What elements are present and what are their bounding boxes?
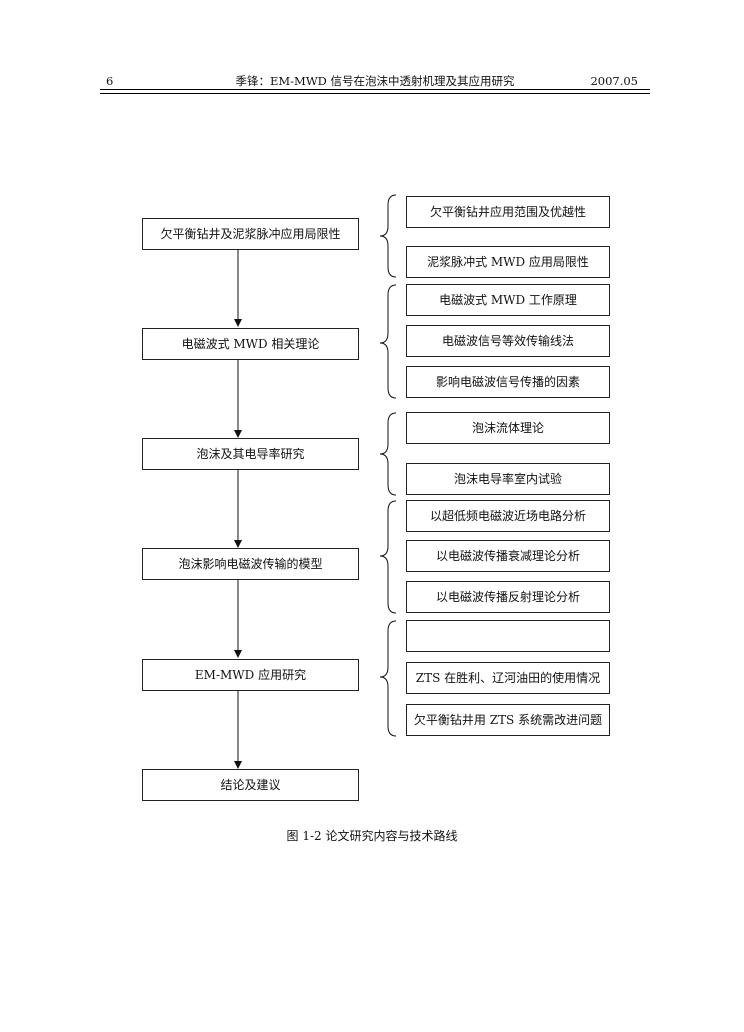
sub-item-4-3: 以电磁波传播反射理论分析 — [406, 581, 610, 613]
figure-caption: 图 1-2 论文研究内容与技术路线 — [286, 829, 458, 843]
sub-item-4-2: 以电磁波传播衰减理论分析 — [406, 540, 610, 572]
curly-brace-2 — [379, 284, 397, 399]
running-title: 季锋：EM-MWD 信号在泡沫中透射机理及其应用研究 — [235, 74, 515, 88]
main-step-4: 泡沫影响电磁波传输的模型 — [142, 548, 359, 580]
sub-item-5-1 — [406, 620, 610, 652]
main-step-1: 欠平衡钻井及泥浆脉冲应用局限性 — [142, 218, 359, 250]
header-date: 2007.05 — [590, 74, 638, 88]
header-rule-thick — [100, 89, 650, 90]
sub-item-2-1: 电磁波式 MWD 工作原理 — [406, 284, 610, 316]
page-number: 6 — [106, 74, 114, 88]
sub-item-3-1: 泡沫流体理论 — [406, 412, 610, 444]
sub-item-4-1: 以超低频电磁波近场电路分析 — [406, 500, 610, 532]
main-step-2: 电磁波式 MWD 相关理论 — [142, 328, 359, 360]
curly-brace-3 — [379, 412, 397, 496]
sub-item-5-2: ZTS 在胜利、辽河油田的使用情况 — [406, 662, 610, 694]
sub-item-1-1: 欠平衡钻井应用范围及优越性 — [406, 196, 610, 228]
header-rule-thin — [100, 93, 650, 94]
main-step-6: 结论及建议 — [142, 769, 359, 801]
sub-item-5-3: 欠平衡钻井用 ZTS 系统需改进问题 — [406, 704, 610, 736]
sub-item-2-3: 影响电磁波信号传播的因素 — [406, 366, 610, 398]
curly-brace-1 — [379, 194, 397, 278]
sub-item-3-2: 泡沫电导率室内试验 — [406, 463, 610, 495]
curly-brace-5 — [379, 620, 397, 737]
sub-item-2-2: 电磁波信号等效传输线法 — [406, 325, 610, 357]
sub-item-1-2: 泥浆脉冲式 MWD 应用局限性 — [406, 246, 610, 278]
main-step-3: 泡沫及其电导率研究 — [142, 438, 359, 470]
curly-brace-4 — [379, 500, 397, 614]
page-header: 6 季锋：EM-MWD 信号在泡沫中透射机理及其应用研究 2007.05 — [100, 72, 650, 90]
main-step-5: EM-MWD 应用研究 — [142, 659, 359, 691]
